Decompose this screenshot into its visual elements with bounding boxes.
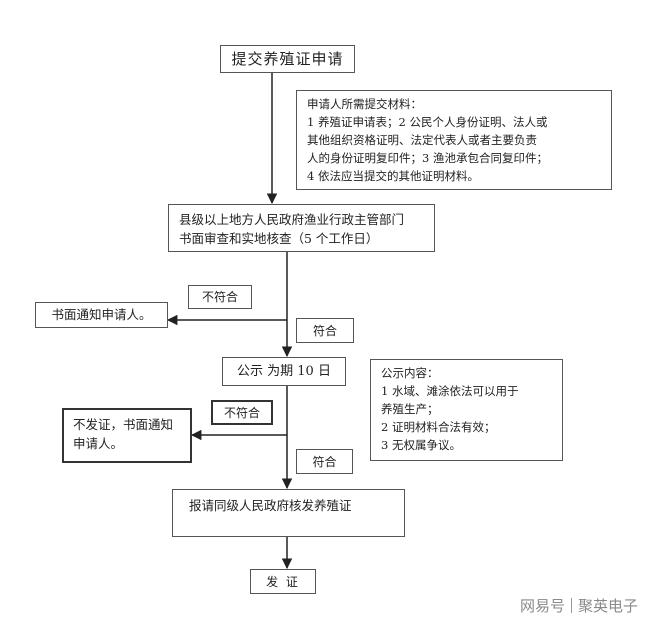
issue-box: 发 证 <box>250 569 316 594</box>
publicity-box: 公示 为期 10 日 <box>222 357 346 386</box>
notify-label: 书面通知申请人。 <box>51 307 152 322</box>
not-conform-text: 不符合 <box>223 405 260 420</box>
publicity-label: 公示 为期 10 日 <box>237 363 331 379</box>
materials-line: 1 养殖证申请表；2 公民个人身份证明、法人或 <box>307 115 548 129</box>
publicity-content-box: 公示内容： 1 水域、滩涂依法可以用于 养殖生产； 2 证明材料合法有效； 3 … <box>370 359 563 461</box>
not-conform-label-1: 不符合 <box>188 285 252 309</box>
no-issue-box: 不发证，书面通知 申请人。 <box>62 408 192 463</box>
not-conform-text: 不符合 <box>201 290 238 304</box>
notify-box: 书面通知申请人。 <box>35 302 168 328</box>
review-line: 书面审查和实地核查（5 个工作日） <box>179 231 379 246</box>
publicity-content-line: 3 无权属争议。 <box>381 438 461 452</box>
publicity-content-line: 养殖生产； <box>381 402 439 416</box>
conform-label-1: 符合 <box>296 318 354 343</box>
watermark-brand: 网易号 <box>519 597 565 615</box>
publicity-content-title: 公示内容： <box>381 366 439 380</box>
materials-title: 申请人所需提交材料： <box>307 97 422 111</box>
materials-line: 4 依法应当提交的其他证明材料。 <box>307 169 479 183</box>
report-box: 报请同级人民政府核发养殖证 <box>172 489 405 537</box>
no-issue-line: 不发证，书面通知 <box>73 417 174 432</box>
start-box: 提交养殖证申请 <box>220 45 355 73</box>
watermark-author: 聚英电子 <box>577 597 638 615</box>
conform-text: 符合 <box>312 454 337 469</box>
materials-line: 人的身份证明复印件；3 渔池承包合同复印件； <box>307 151 548 165</box>
start-label: 提交养殖证申请 <box>231 50 344 68</box>
not-conform-label-2: 不符合 <box>211 400 273 425</box>
materials-box: 申请人所需提交材料： 1 养殖证申请表；2 公民个人身份证明、法人或 其他组织资… <box>296 90 612 190</box>
review-box: 县级以上地方人民政府渔业行政主管部门 书面审查和实地核查（5 个工作日） <box>168 204 435 252</box>
no-issue-line: 申请人。 <box>73 436 124 451</box>
publicity-content-line: 1 水域、滩涂依法可以用于 <box>381 384 519 398</box>
review-line: 县级以上地方人民政府渔业行政主管部门 <box>179 212 405 227</box>
conform-label-2: 符合 <box>296 449 353 474</box>
publicity-content-line: 2 证明材料合法有效； <box>381 420 496 434</box>
issue-label: 发 证 <box>266 574 300 589</box>
watermark: 网易号 聚英电子 <box>520 595 638 616</box>
materials-line: 其他组织资格证明、法定代表人或者主要负责 <box>307 133 537 147</box>
conform-text: 符合 <box>312 323 337 338</box>
report-label: 报请同级人民政府核发养殖证 <box>189 498 352 513</box>
watermark-divider <box>570 598 572 613</box>
